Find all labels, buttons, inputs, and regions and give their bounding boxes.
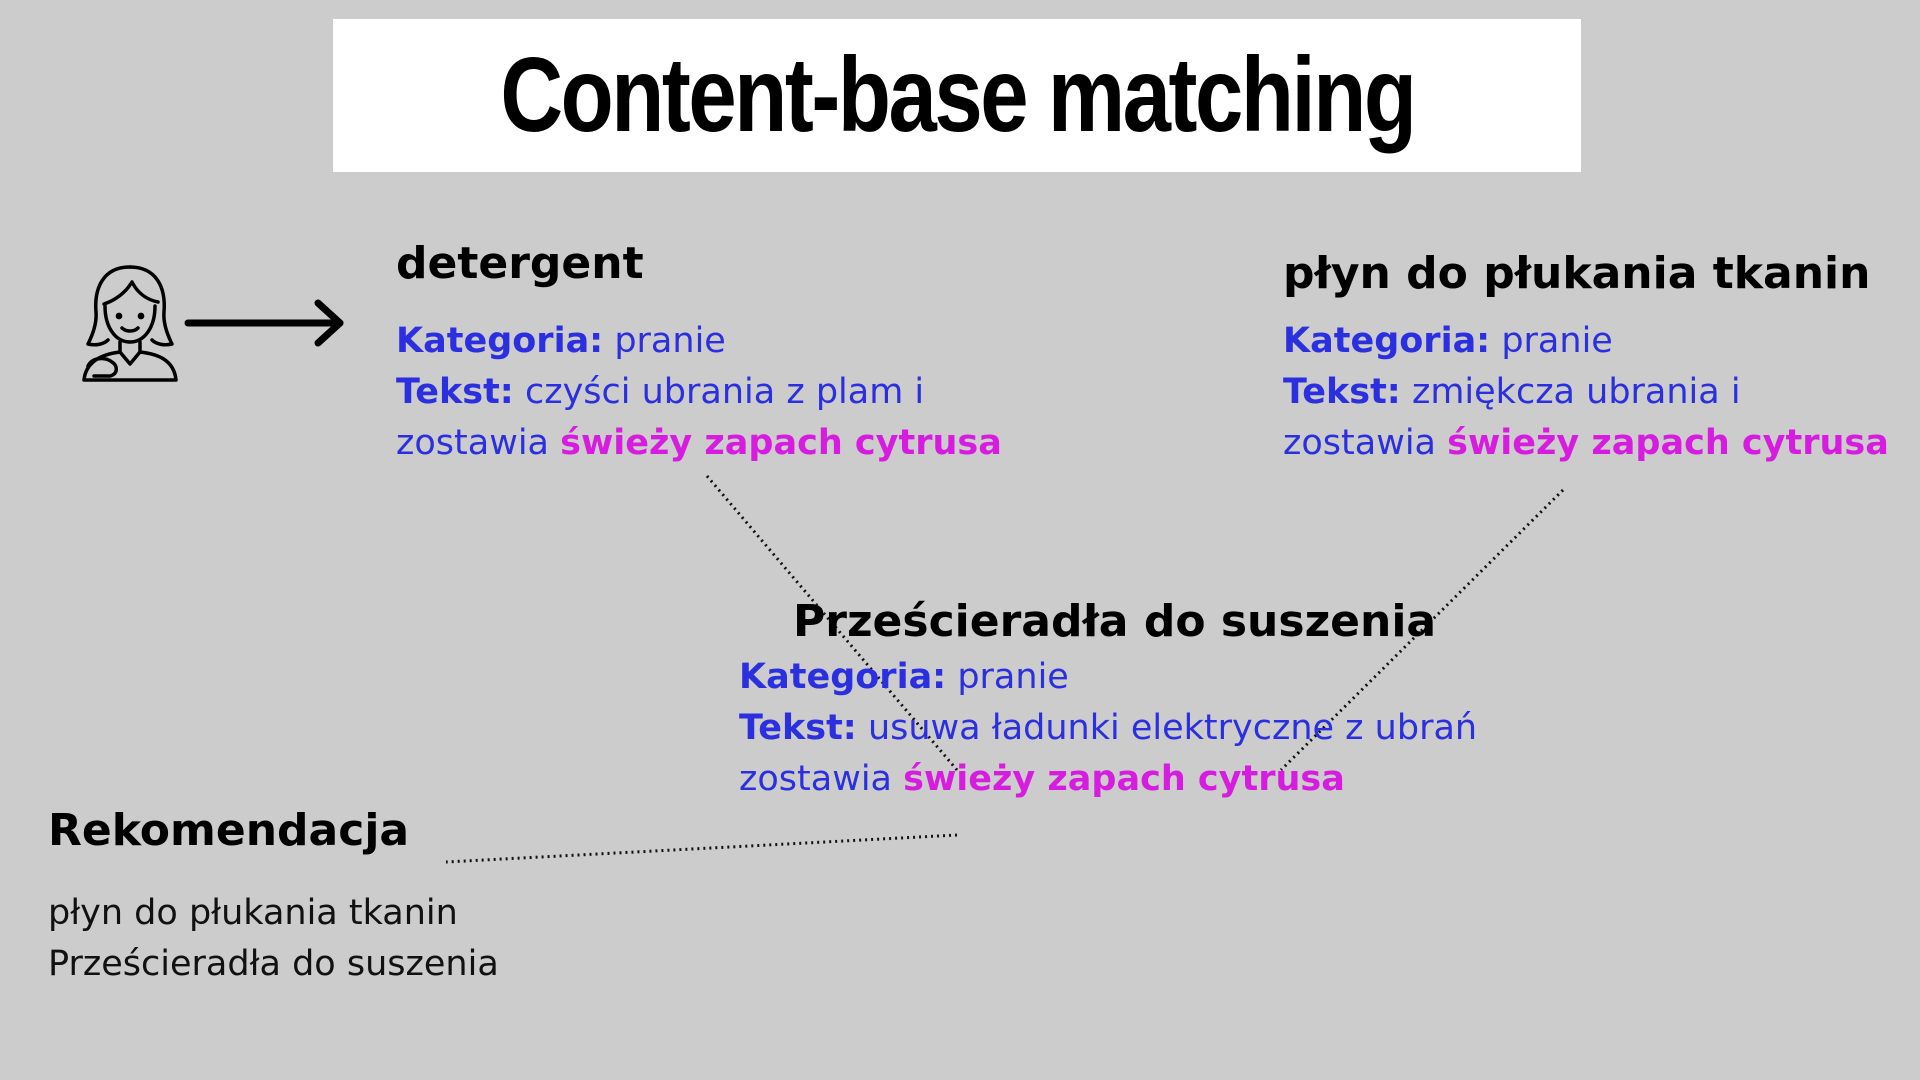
matching-phrase: świeży zapach cytrusa xyxy=(1447,423,1889,463)
text-value: usuwa ładunki elektryczne z ubrań xyxy=(867,708,1478,748)
text-label: Tekst: xyxy=(396,372,514,412)
recommendation-heading: Rekomendacja xyxy=(48,805,410,856)
product-name: Prześcieradła do suszenia xyxy=(793,596,1437,647)
text-label: Tekst: xyxy=(1283,372,1401,412)
product-detergent: detergent Kategoria: pranie Tekst: czyśc… xyxy=(396,234,1002,469)
matching-phrase: świeży zapach cytrusa xyxy=(903,759,1345,799)
category-line: Kategoria: pranie xyxy=(1283,316,1889,367)
product-name: płyn do płukania tkanin xyxy=(1283,248,1871,299)
text-line-2: zostawia świeży zapach cytrusa xyxy=(739,754,1477,805)
category-label: Kategoria: xyxy=(396,321,604,361)
page-title: Content-base matching xyxy=(499,36,1417,154)
title-box: Content-base matching xyxy=(333,19,1581,172)
category-line: Kategoria: pranie xyxy=(396,316,1002,367)
text-prefix: zostawia xyxy=(739,759,892,799)
woman-user-icon xyxy=(82,265,178,382)
category-label: Kategoria: xyxy=(1283,321,1491,361)
text-line: Tekst: czyści ubrania z plam i xyxy=(396,367,1002,418)
recommendation-item: płyn do płukania tkanin xyxy=(48,893,458,933)
recommendation-item: Prześcieradła do suszenia xyxy=(48,944,499,984)
text-line: Tekst: zmiękcza ubrania i xyxy=(1283,367,1889,418)
text-line-2: zostawia świeży zapach cytrusa xyxy=(396,418,1002,469)
text-prefix: zostawia xyxy=(1283,423,1436,463)
right-arrow-icon xyxy=(184,299,344,347)
category-value: pranie xyxy=(957,657,1069,697)
text-label: Tekst: xyxy=(739,708,857,748)
recommendation-list: płyn do płukania tkanin Prześcieradła do… xyxy=(48,888,499,990)
product-sheets: Prześcieradła do suszenia Kategoria: pra… xyxy=(739,592,1477,805)
connector-sheets-to-recommendation xyxy=(445,833,958,864)
category-label: Kategoria: xyxy=(739,657,947,697)
category-value: pranie xyxy=(614,321,726,361)
text-prefix: zostawia xyxy=(396,423,549,463)
text-value: zmiękcza ubrania i xyxy=(1411,372,1741,412)
product-softener: płyn do płukania tkanin Kategoria: prani… xyxy=(1283,244,1889,469)
category-line: Kategoria: pranie xyxy=(739,652,1477,703)
category-value: pranie xyxy=(1501,321,1613,361)
text-line: Tekst: usuwa ładunki elektryczne z ubrań xyxy=(739,703,1477,754)
product-name: detergent xyxy=(396,238,644,289)
text-line-2: zostawia świeży zapach cytrusa xyxy=(1283,418,1889,469)
matching-phrase: świeży zapach cytrusa xyxy=(560,423,1002,463)
text-value: czyści ubrania z plam i xyxy=(524,372,925,412)
